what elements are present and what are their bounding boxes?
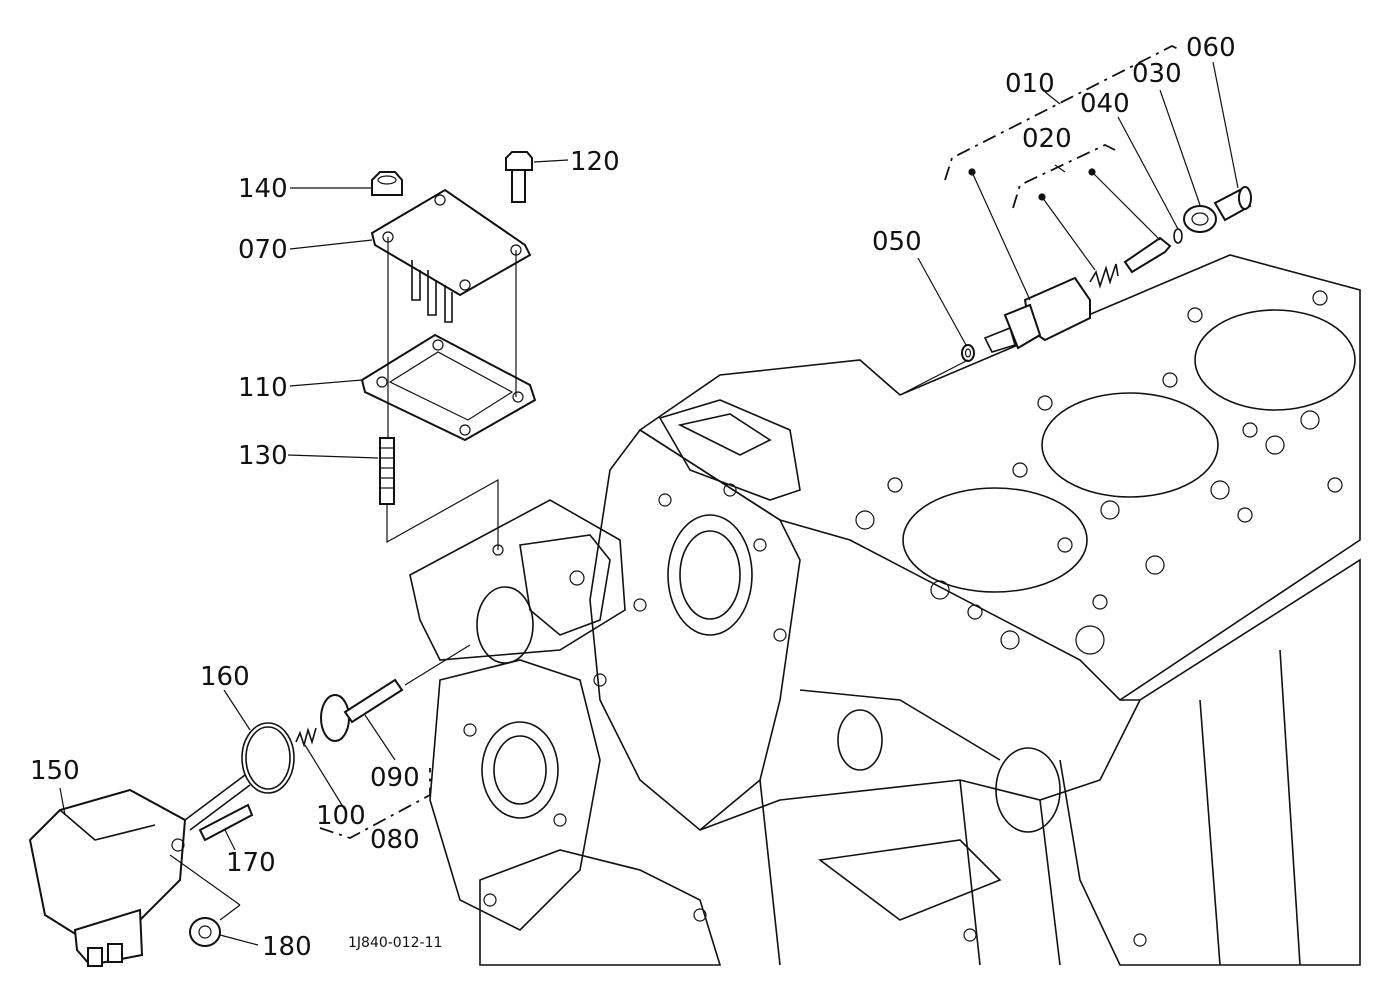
callout-180: 180 bbox=[262, 932, 312, 962]
callout-030: 030 bbox=[1132, 59, 1182, 89]
engine-block bbox=[409, 254, 1361, 966]
callout-050: 050 bbox=[872, 227, 922, 257]
valve-piston bbox=[320, 678, 404, 742]
nut bbox=[371, 171, 403, 196]
callout-130: 130 bbox=[238, 441, 288, 471]
callout-150: 150 bbox=[30, 756, 80, 786]
callout-170: 170 bbox=[226, 848, 276, 878]
callout-090: 090 bbox=[370, 763, 420, 793]
pump-cover-plate bbox=[370, 188, 532, 323]
callout-020: 020 bbox=[1022, 124, 1072, 154]
solenoid-body bbox=[28, 774, 251, 967]
callout-160: 160 bbox=[200, 662, 250, 692]
callout-080: 080 bbox=[370, 825, 420, 855]
relief-valve-body bbox=[983, 276, 1091, 353]
leader-lines bbox=[59, 61, 1239, 946]
callout-060: 060 bbox=[1186, 33, 1236, 63]
washer bbox=[961, 344, 975, 362]
callout-100: 100 bbox=[316, 801, 366, 831]
callout-140: 140 bbox=[238, 174, 288, 204]
bolt bbox=[505, 151, 533, 203]
reference-code: 1J840-012-11 bbox=[348, 935, 442, 951]
callout-110: 110 bbox=[238, 373, 288, 403]
spring bbox=[1089, 263, 1119, 289]
callout-120: 120 bbox=[570, 147, 620, 177]
stud-bolt bbox=[379, 437, 395, 505]
valve-ball bbox=[1123, 236, 1172, 274]
o-ring-large bbox=[241, 722, 295, 794]
callout-040: 040 bbox=[1080, 89, 1130, 119]
callout-010: 010 bbox=[1005, 69, 1055, 99]
screw bbox=[198, 803, 254, 842]
callout-070: 070 bbox=[238, 235, 288, 265]
small-spring bbox=[295, 727, 317, 748]
plug bbox=[1183, 205, 1217, 233]
gasket bbox=[360, 333, 537, 442]
cap bbox=[1213, 186, 1252, 222]
grommet bbox=[189, 917, 221, 947]
o-ring-small bbox=[1173, 228, 1183, 244]
